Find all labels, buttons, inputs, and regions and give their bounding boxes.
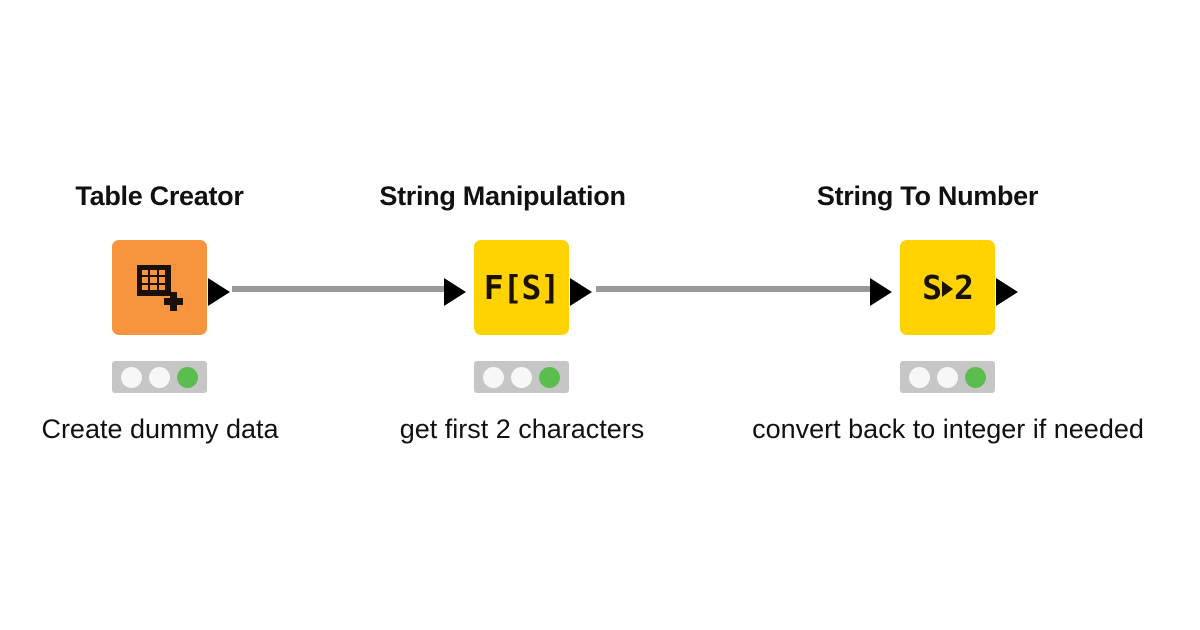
connector-line-1[interactable] — [232, 286, 444, 292]
table-grid-plus-icon — [112, 240, 207, 335]
node-title: Table Creator — [75, 181, 244, 211]
output-port[interactable] — [208, 278, 230, 306]
status-led-configured — [511, 366, 532, 388]
node-status-bar — [900, 361, 995, 393]
output-port[interactable] — [570, 278, 592, 306]
status-led-executed — [177, 366, 198, 388]
node-status-bar — [112, 361, 207, 393]
node-caption: Create dummy data — [41, 414, 279, 444]
node-body[interactable]: F[S] — [474, 240, 569, 335]
status-led-configured — [937, 366, 958, 388]
string-function-icon: F[S] — [474, 240, 569, 335]
node-string-manipulation[interactable]: String Manipulation F[S] get first 2 cha… — [355, 0, 650, 630]
node-caption: convert back to integer if needed — [752, 414, 1144, 444]
connector-line-2[interactable] — [596, 286, 871, 292]
node-glyph-label: F[S] — [483, 268, 560, 307]
node-caption: get first 2 characters — [399, 414, 645, 444]
status-led-idle — [483, 366, 504, 388]
status-led-idle — [121, 366, 142, 388]
node-title: String Manipulation — [379, 181, 626, 211]
status-led-executed — [965, 366, 986, 388]
input-port[interactable] — [444, 278, 466, 306]
status-led-executed — [539, 366, 560, 388]
glyph-digit-2: 2 — [954, 268, 974, 307]
status-led-configured — [149, 366, 170, 388]
output-port[interactable] — [996, 278, 1018, 306]
node-table-creator[interactable]: Table Creator Create dummy data — [12, 0, 307, 630]
node-title: String To Number — [816, 181, 1039, 211]
glyph-letter-s: S — [922, 268, 942, 307]
node-status-bar — [474, 361, 569, 393]
status-led-idle — [909, 366, 930, 388]
node-body[interactable] — [112, 240, 207, 335]
glyph-arrow-icon — [942, 281, 953, 297]
input-port[interactable] — [870, 278, 892, 306]
